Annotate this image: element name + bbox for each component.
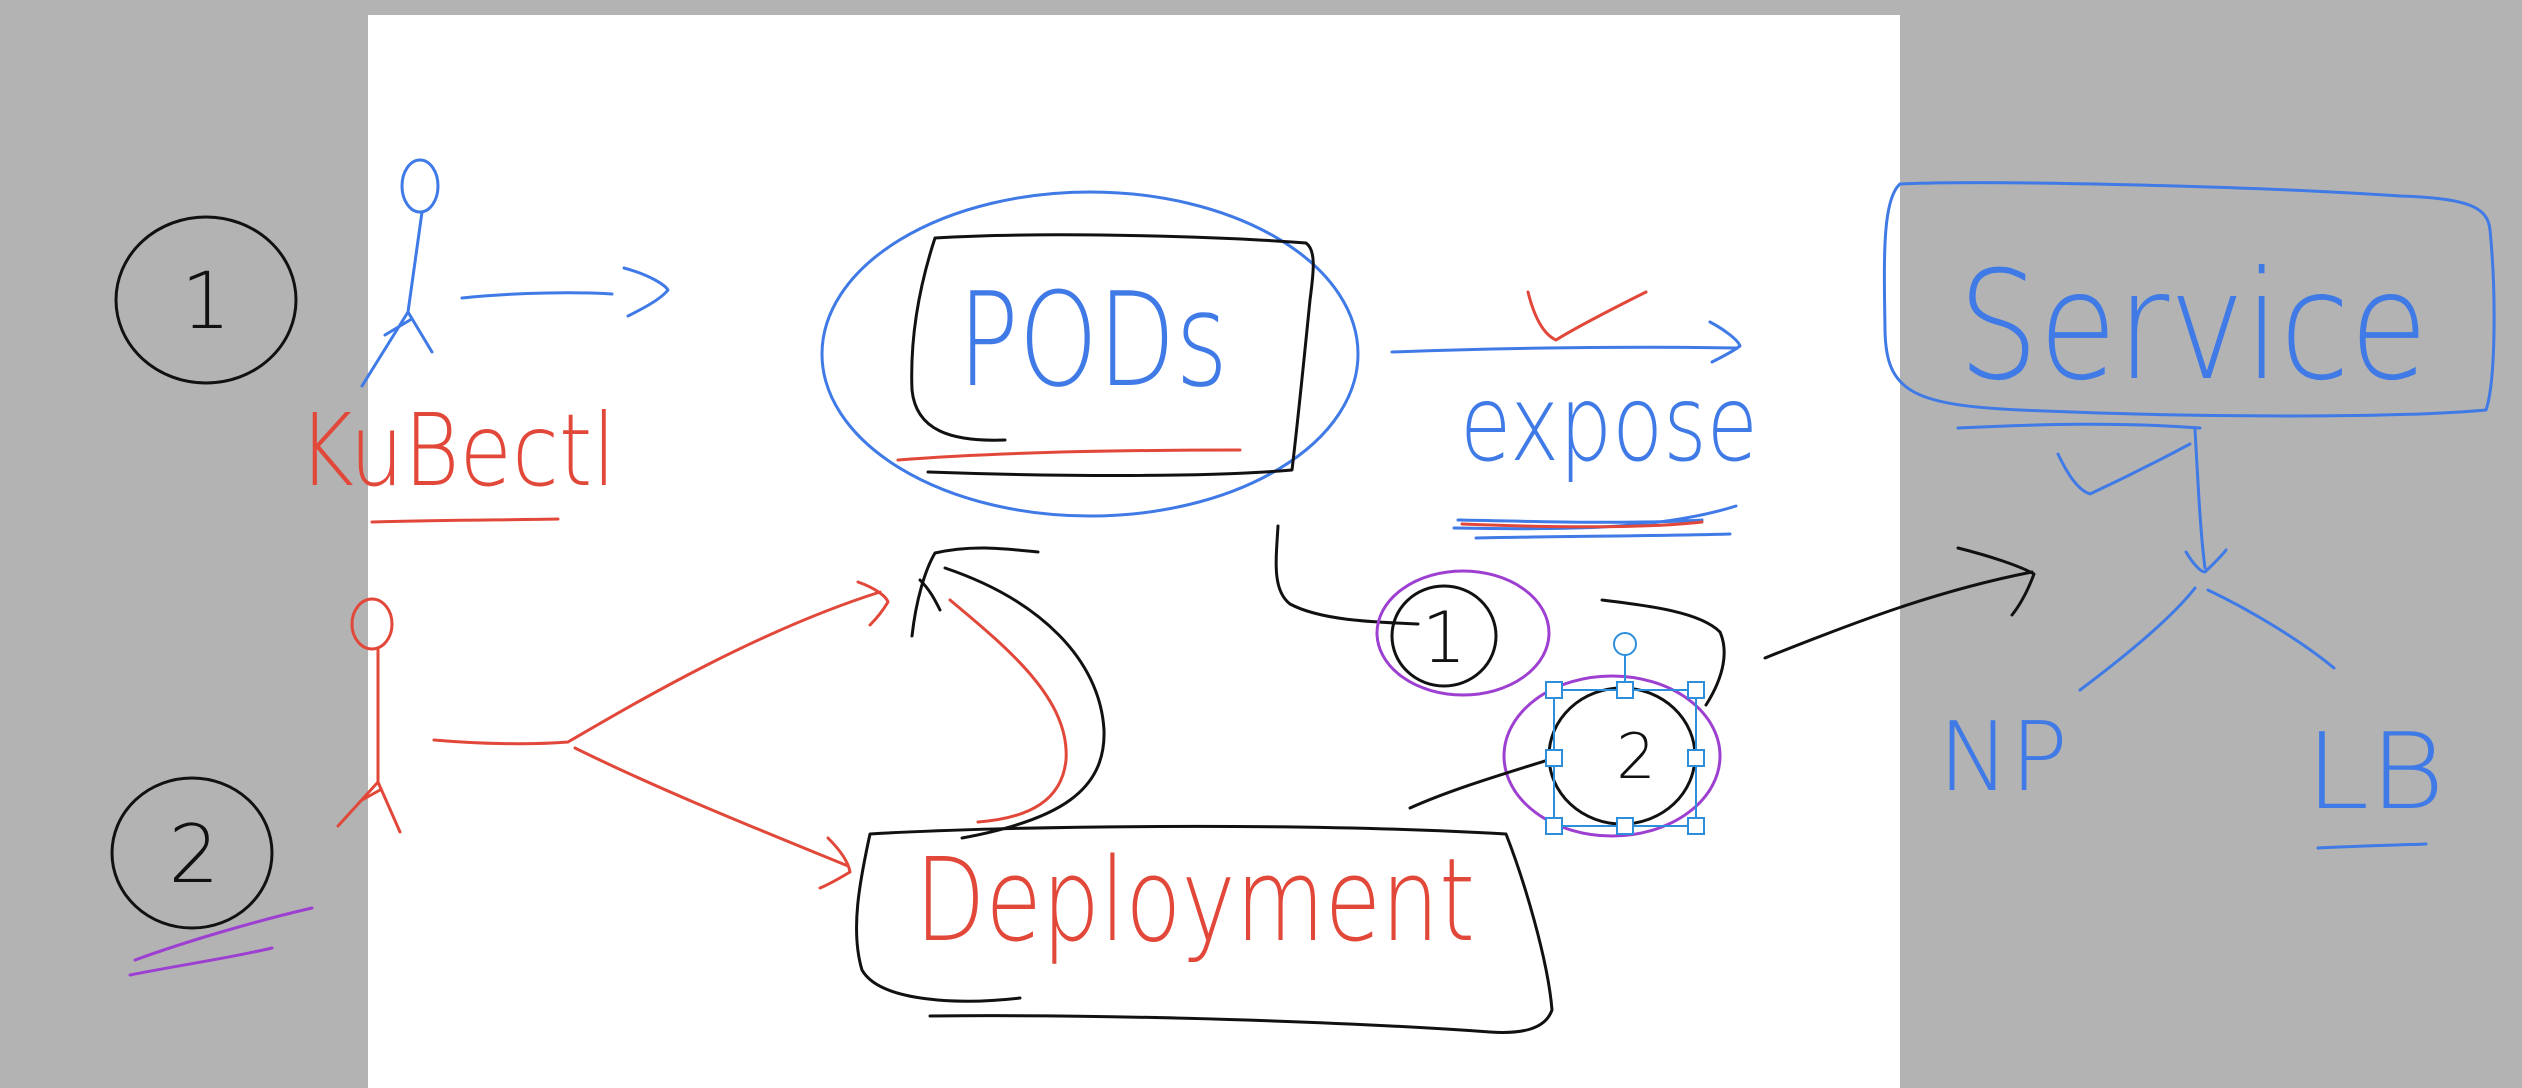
- step-two-purple-underline: [128, 906, 314, 977]
- lb-underline: [2316, 842, 2428, 850]
- resize-handle-left[interactable]: [1545, 749, 1563, 767]
- marker-two-label: 2: [1616, 720, 1655, 793]
- resize-handle-bottom-left[interactable]: [1545, 817, 1563, 835]
- service-label: Service: [1958, 240, 2428, 414]
- lb-label: LB: [2305, 711, 2445, 833]
- selection-box[interactable]: [1545, 632, 1705, 835]
- user-figure-red: [336, 597, 402, 834]
- pods-underline: [896, 448, 1242, 462]
- deployment-label: Deployment: [915, 834, 1475, 968]
- np-label: NP: [1938, 703, 2068, 813]
- marker-one-label: 1: [1422, 597, 1467, 679]
- marker-one-purple-circle: [1375, 569, 1551, 697]
- user-figure-blue: [360, 158, 440, 388]
- kubectl-label: KuBectl: [298, 392, 616, 509]
- expose-red-underline: [1460, 520, 1704, 529]
- pods-to-marker-one-line: [1274, 524, 1420, 626]
- resize-handle-top-left[interactable]: [1545, 681, 1563, 699]
- step-two-label: 2: [169, 808, 220, 901]
- pods-label: PODs: [958, 264, 1228, 416]
- resize-handle-bottom-right[interactable]: [1687, 817, 1705, 835]
- resize-handle-bottom[interactable]: [1616, 817, 1634, 835]
- rotate-handle[interactable]: [1613, 632, 1637, 656]
- service-to-types-arrow: [2078, 428, 2336, 692]
- deployment-box: [855, 824, 1554, 1034]
- service-underline: [1956, 422, 2202, 430]
- resize-handle-top-right[interactable]: [1687, 681, 1705, 699]
- service-checkmark: [2056, 442, 2192, 496]
- service-box: [1882, 181, 2496, 418]
- deployment-to-pods-curve: [910, 546, 1106, 840]
- kubectl-underline: [370, 517, 560, 524]
- marker-two-to-service-arrow: [1600, 546, 2036, 707]
- step-two-circle: [110, 776, 274, 930]
- marker-one-black-circle: [1390, 584, 1498, 688]
- expose-arrow: [1390, 320, 1742, 364]
- deployment-to-pods-red-curve: [948, 598, 1068, 824]
- kubectl-arrow: [460, 266, 670, 318]
- expose-checkmark: [1526, 290, 1648, 342]
- red-fork-arrows: [432, 580, 890, 890]
- resize-handle-right[interactable]: [1687, 749, 1705, 767]
- pods-blue-ellipse: [820, 190, 1360, 518]
- pods-box: [910, 233, 1315, 477]
- step-one-circle: [114, 215, 298, 385]
- resize-handle-top[interactable]: [1616, 681, 1634, 699]
- marker-two-to-deployment-line: [1408, 758, 1550, 810]
- marker-two-purple-circle: [1502, 674, 1722, 838]
- step-one-label: 1: [181, 257, 231, 347]
- expose-label: expose: [1460, 363, 1758, 485]
